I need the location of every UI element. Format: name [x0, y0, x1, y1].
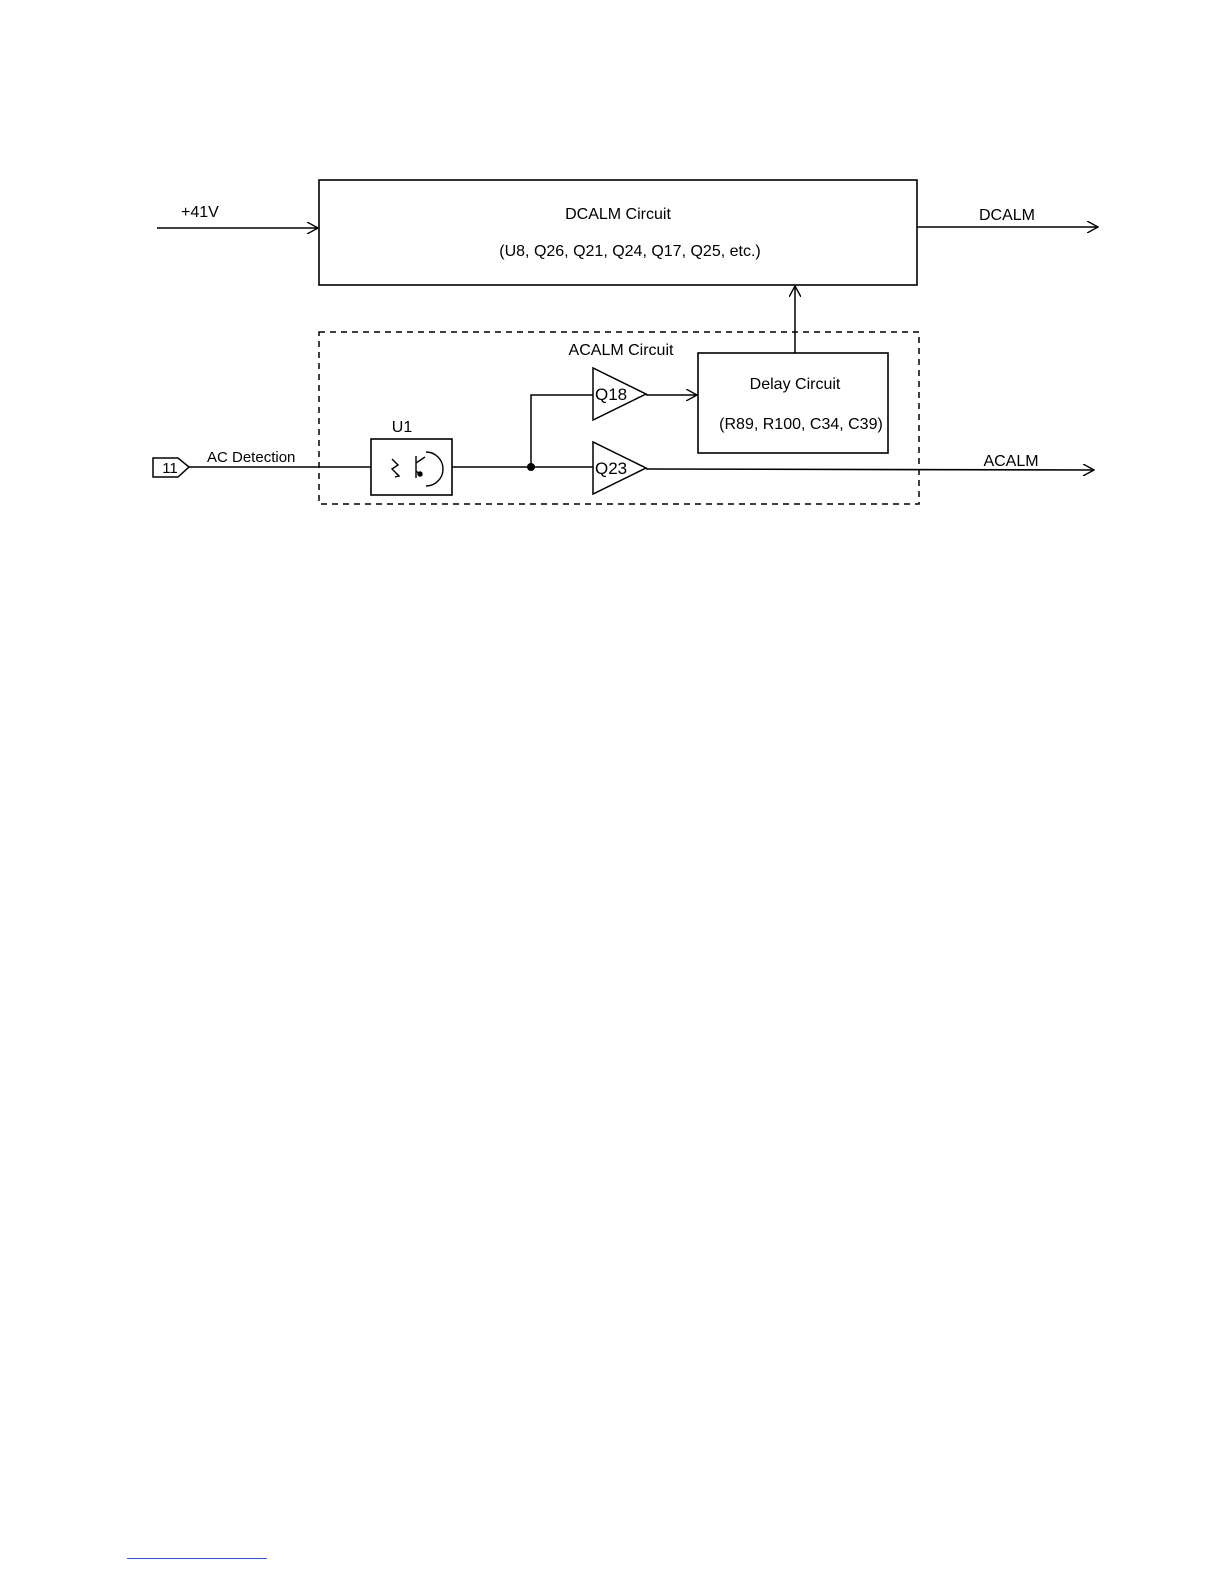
delay-circuit-components: (R89, R100, C34, C39) — [719, 416, 883, 433]
footnote-separator — [127, 1558, 267, 1559]
acalm-output: ACALM — [646, 453, 1094, 470]
supply-label: +41V — [181, 204, 219, 221]
dcalm-circuit-title: DCALM Circuit — [565, 206, 671, 223]
delay-circuit-title: Delay Circuit — [750, 376, 841, 393]
branch-wire-q18 — [531, 395, 593, 467]
acalm-circuit-title: ACALM Circuit — [569, 342, 674, 359]
dcalm-circuit-block: DCALM Circuit (U8, Q26, Q21, Q24, Q17, Q… — [319, 180, 917, 285]
acalm-output-arrow — [646, 469, 1094, 470]
dcalm-circuit-box — [319, 180, 917, 285]
q23-label: Q23 — [595, 459, 627, 478]
transistor-q18: Q18 — [593, 368, 646, 420]
acalm-output-label: ACALM — [983, 453, 1038, 470]
transistor-q23: Q23 — [593, 442, 646, 494]
optocoupler-u1: U1 — [371, 419, 452, 495]
supply-input: +41V — [157, 204, 318, 228]
connector-pin-number: 11 — [162, 460, 178, 477]
phototransistor-icon — [416, 452, 443, 486]
optocoupler-label: U1 — [392, 419, 413, 436]
optocoupler-box — [371, 439, 452, 495]
dcalm-output: DCALM — [917, 207, 1098, 227]
connector-pin: 11 — [153, 458, 189, 477]
q18-label: Q18 — [595, 385, 627, 404]
light-emission-icon — [392, 459, 399, 477]
dcalm-circuit-components: (U8, Q26, Q21, Q24, Q17, Q25, etc.) — [499, 243, 760, 260]
delay-circuit-block: Delay Circuit (R89, R100, C34, C39) — [698, 353, 888, 453]
ac-detection-label: AC Detection — [207, 449, 295, 466]
dcalm-output-label: DCALM — [979, 207, 1035, 224]
delay-circuit-box — [698, 353, 888, 453]
